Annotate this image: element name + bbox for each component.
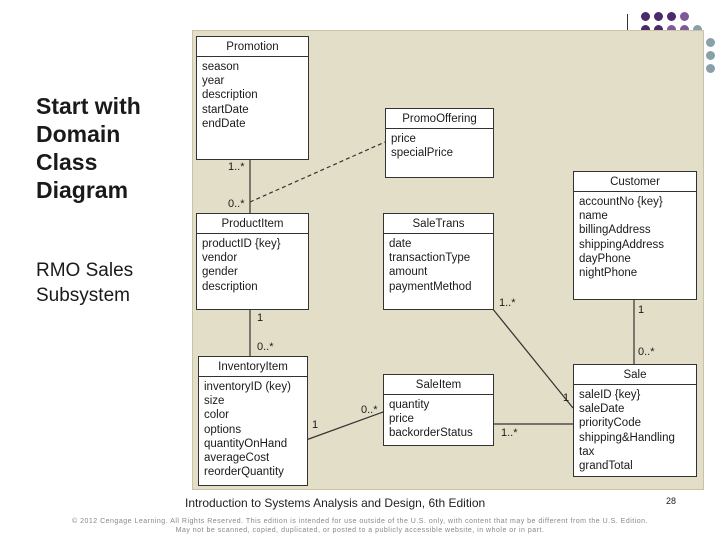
attribute: accountNo {key} bbox=[579, 196, 663, 208]
attribute: gender bbox=[202, 266, 238, 279]
class-promo-offering: PromoOffering price specialPrice bbox=[385, 108, 494, 178]
attribute: specialPrice bbox=[391, 147, 453, 160]
logo-dot bbox=[667, 25, 676, 34]
logo-dot bbox=[706, 38, 715, 47]
logo-dot bbox=[706, 51, 715, 60]
class-sale-trans: SaleTrans date transactionType amount pa… bbox=[383, 213, 494, 310]
attribute: amount bbox=[389, 266, 428, 279]
attribute: date bbox=[389, 238, 412, 250]
saletrans-sale-association bbox=[491, 307, 574, 409]
attribute-list: inventoryID (key) size color options qua… bbox=[199, 377, 307, 479]
multiplicity-label: 1..* bbox=[499, 297, 516, 309]
copyright-line: May not be scanned, copied, duplicated, … bbox=[175, 527, 545, 534]
promo-offering-association bbox=[249, 141, 386, 203]
attribute: price bbox=[389, 413, 414, 426]
class-sale-item: SaleItem quantity price backorderStatus bbox=[383, 374, 494, 446]
class-name: SaleItem bbox=[384, 375, 493, 395]
copyright-notice: © 2012 Cengage Learning. All Rights Rese… bbox=[40, 517, 680, 535]
logo-dot bbox=[680, 12, 689, 21]
logo-dot bbox=[641, 12, 650, 21]
multiplicity-label: 1..* bbox=[228, 161, 245, 173]
class-promotion: Promotion season year description startD… bbox=[196, 36, 309, 160]
attribute: size bbox=[204, 395, 225, 408]
attribute-list: saleID {key} saleDate priorityCode shipp… bbox=[574, 385, 696, 473]
attribute: shipping&Handling bbox=[579, 431, 675, 444]
attribute: saleDate bbox=[579, 403, 625, 416]
multiplicity-label: 0..* bbox=[361, 404, 378, 416]
attribute: quantity bbox=[389, 399, 430, 411]
multiplicity-label: 1..* bbox=[501, 427, 518, 439]
attribute: priorityCode bbox=[579, 417, 641, 430]
attribute: price bbox=[391, 133, 416, 145]
logo-dot bbox=[693, 25, 702, 34]
multiplicity-label: 0..* bbox=[228, 198, 245, 210]
attribute: productID {key} bbox=[202, 238, 281, 250]
logo-dot bbox=[706, 64, 715, 73]
multiplicity-label: 1 bbox=[312, 419, 319, 431]
class-inventory-item: InventoryItem inventoryID (key) size col… bbox=[198, 356, 308, 486]
attribute: options bbox=[204, 423, 242, 436]
class-customer: Customer accountNo {key} name billingAdd… bbox=[573, 171, 697, 300]
attribute: vendor bbox=[202, 252, 238, 265]
multiplicity-label: 0..* bbox=[257, 341, 274, 353]
attribute: averageCost bbox=[204, 452, 270, 465]
attribute: tax bbox=[579, 445, 595, 458]
class-name: Promotion bbox=[197, 37, 308, 57]
attribute-list: accountNo {key} name billingAddress ship… bbox=[574, 192, 696, 280]
logo-dot bbox=[641, 25, 650, 34]
attribute-list: season year description startDate endDat… bbox=[197, 57, 308, 131]
attribute: startDate bbox=[202, 103, 249, 116]
slide-title: Start with Domain Class Diagram bbox=[36, 93, 141, 203]
logo-dot bbox=[680, 25, 689, 34]
attribute: inventoryID (key) bbox=[204, 381, 291, 393]
class-name: InventoryItem bbox=[199, 357, 307, 377]
attribute: backorderStatus bbox=[389, 427, 473, 440]
class-name: PromoOffering bbox=[386, 109, 493, 129]
attribute: saleID {key} bbox=[579, 389, 641, 401]
attribute: quantityOnHand bbox=[204, 437, 288, 450]
multiplicity-label: 1 bbox=[638, 304, 645, 316]
slide-subtitle: RMO Sales Subsystem bbox=[36, 260, 134, 306]
class-name: ProductItem bbox=[197, 214, 308, 234]
class-name: SaleTrans bbox=[384, 214, 493, 234]
multiplicity-label: 1 bbox=[563, 392, 570, 404]
copyright-line: © 2012 Cengage Learning. All Rights Rese… bbox=[71, 518, 649, 525]
attribute: billingAddress bbox=[579, 224, 651, 237]
attribute: reorderQuantity bbox=[204, 466, 284, 479]
attribute-list: productID {key} vendor gender descriptio… bbox=[197, 234, 308, 294]
attribute: color bbox=[204, 409, 229, 422]
logo-dot bbox=[667, 12, 676, 21]
attribute: transactionType bbox=[389, 252, 471, 265]
attribute: name bbox=[579, 210, 608, 223]
logo-divider bbox=[627, 14, 628, 32]
attribute: season bbox=[202, 61, 240, 73]
multiplicity-label: 0..* bbox=[638, 346, 655, 358]
logo-dot bbox=[654, 12, 663, 21]
attribute: description bbox=[202, 89, 258, 102]
inventory-saleitem-association bbox=[305, 411, 384, 441]
multiplicity-label: 1 bbox=[257, 312, 264, 324]
attribute: endDate bbox=[202, 117, 246, 130]
attribute: dayPhone bbox=[579, 252, 631, 265]
attribute-list: date transactionType amount paymentMetho… bbox=[384, 234, 493, 294]
footer-book-title: Introduction to Systems Analysis and Des… bbox=[185, 496, 486, 510]
attribute: paymentMethod bbox=[389, 280, 472, 293]
attribute-list: quantity price backorderStatus bbox=[384, 395, 493, 441]
attribute: description bbox=[202, 280, 258, 293]
attribute: shippingAddress bbox=[579, 238, 665, 251]
attribute: year bbox=[202, 75, 225, 88]
class-product-item: ProductItem productID {key} vendor gende… bbox=[196, 213, 309, 310]
logo-dot bbox=[654, 25, 663, 34]
attribute-list: price specialPrice bbox=[386, 129, 493, 160]
page-number: 28 bbox=[666, 496, 677, 506]
class-name: Sale bbox=[574, 365, 696, 385]
attribute: nightPhone bbox=[579, 267, 638, 280]
class-sale: Sale saleID {key} saleDate priorityCode … bbox=[573, 364, 697, 477]
attribute: grandTotal bbox=[579, 460, 633, 473]
class-name: Customer bbox=[574, 172, 696, 192]
